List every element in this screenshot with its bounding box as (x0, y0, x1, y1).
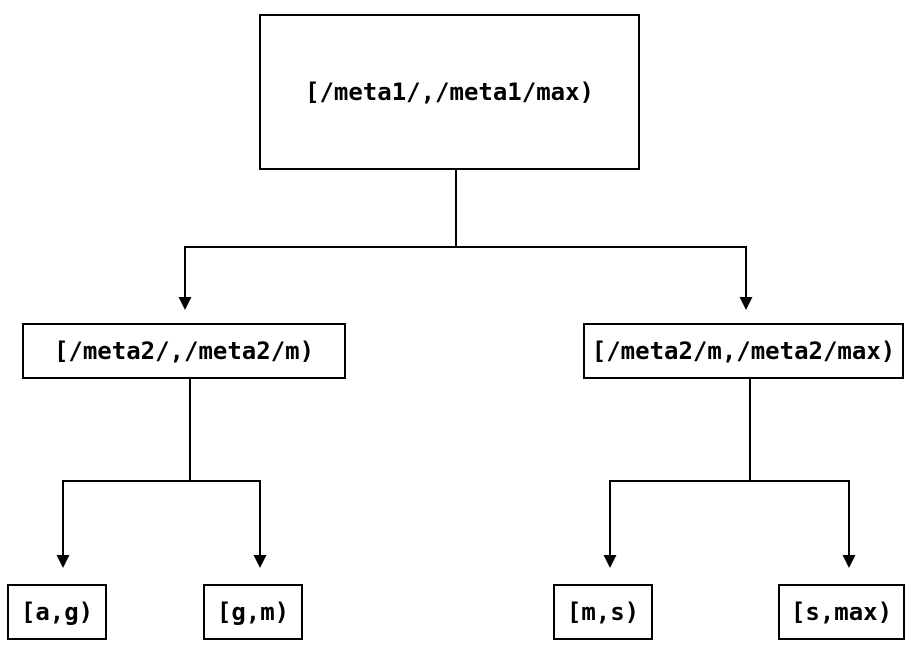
edge-left-to-ag-arrowhead (56, 555, 70, 568)
edge-root-to-left-arrowhead (178, 297, 192, 310)
edges-from-root (178, 170, 753, 310)
node-leaf-s-max: [s,max) (778, 584, 905, 640)
edge-right-to-smax-arrowhead (842, 555, 856, 568)
edge-left-to-gm-arrowhead (253, 555, 267, 568)
edge-root-branch-rail (184, 246, 747, 298)
node-right-subtree: [/meta2/m,/meta2/max) (583, 323, 904, 379)
node-left-subtree: [/meta2/,/meta2/m) (22, 323, 346, 379)
edges-from-left (56, 379, 267, 568)
edge-right-branch-rail (609, 480, 850, 556)
node-leaf-a-g: [a,g) (7, 584, 107, 640)
node-root: [/meta1/,/meta1/max) (259, 14, 640, 170)
edge-right-to-ms-arrowhead (603, 555, 617, 568)
node-leaf-m-s: [m,s) (553, 584, 653, 640)
edges-from-right (603, 379, 856, 568)
node-leaf-g-m: [g,m) (203, 584, 303, 640)
edge-root-to-right-arrowhead (739, 297, 753, 310)
edge-left-branch-rail (62, 480, 261, 556)
